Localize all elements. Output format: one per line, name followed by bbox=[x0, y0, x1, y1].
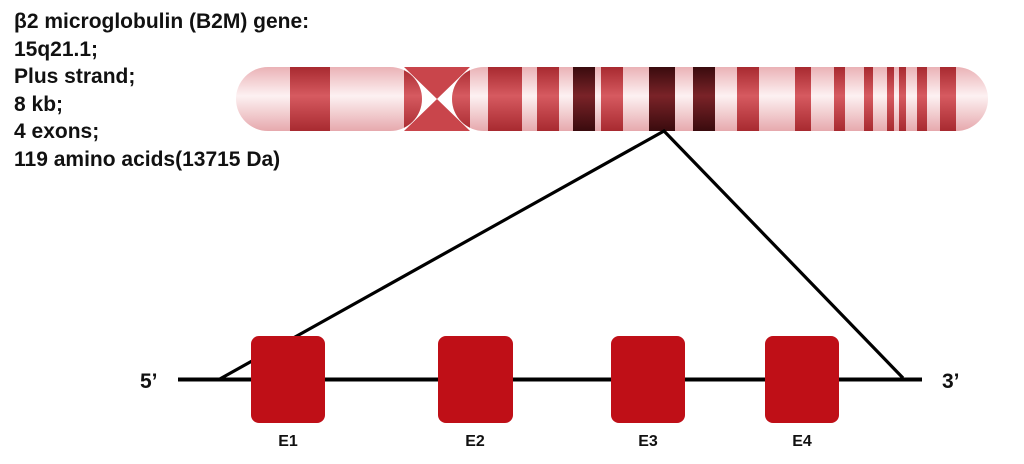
gene-locus: 15q21.1; bbox=[14, 37, 99, 61]
chromosome-band bbox=[864, 67, 873, 131]
chromosome-centromere bbox=[404, 67, 470, 131]
exons bbox=[251, 336, 839, 423]
chromosome-band-dark bbox=[693, 67, 715, 131]
exon-e3 bbox=[611, 336, 685, 423]
gene-protein-size: 119 amino acids(13715 Da) bbox=[14, 147, 281, 171]
chromosome-band bbox=[601, 67, 623, 131]
three-prime-label: 3’ bbox=[942, 370, 960, 393]
chromosome-band bbox=[537, 67, 559, 131]
zoom-lines bbox=[217, 129, 905, 382]
exon-label-e4: E4 bbox=[792, 433, 812, 450]
exon-e1 bbox=[251, 336, 325, 423]
exon-label-e1: E1 bbox=[278, 433, 298, 450]
chromosome-p-arm bbox=[236, 67, 422, 131]
exon-label-e3: E3 bbox=[638, 433, 658, 450]
chromosome-band bbox=[452, 67, 470, 131]
chromosome-q-arm bbox=[452, 67, 988, 131]
gene-strand: Plus strand; bbox=[14, 65, 136, 89]
chromosome-band bbox=[887, 67, 894, 131]
gene-exon-count: 4 exons; bbox=[14, 120, 100, 144]
chromosome-band-b2m-locus bbox=[649, 67, 675, 131]
chromosome-15 bbox=[236, 67, 988, 131]
exon-e2 bbox=[438, 336, 513, 423]
chromosome-band bbox=[940, 67, 956, 131]
exon-label-e2: E2 bbox=[465, 433, 485, 450]
chromosome-band bbox=[404, 67, 422, 131]
exon-e4 bbox=[765, 336, 839, 423]
chromosome-band bbox=[488, 67, 522, 131]
five-prime-label: 5’ bbox=[140, 370, 158, 393]
chromosome-band bbox=[834, 67, 845, 131]
gene-info-text: β2 microglobulin (B2M) gene: 15q21.1; Pl… bbox=[14, 8, 309, 174]
chromosome-band bbox=[795, 67, 811, 131]
chromosome-band bbox=[737, 67, 759, 131]
chromosome-band-dark bbox=[573, 67, 595, 131]
gene-size: 8 kb; bbox=[14, 92, 64, 116]
chromosome-band bbox=[899, 67, 906, 131]
chromosome-band bbox=[917, 67, 927, 131]
gene-title: β2 microglobulin (B2M) gene: bbox=[14, 10, 310, 33]
chromosome-band bbox=[290, 67, 330, 131]
